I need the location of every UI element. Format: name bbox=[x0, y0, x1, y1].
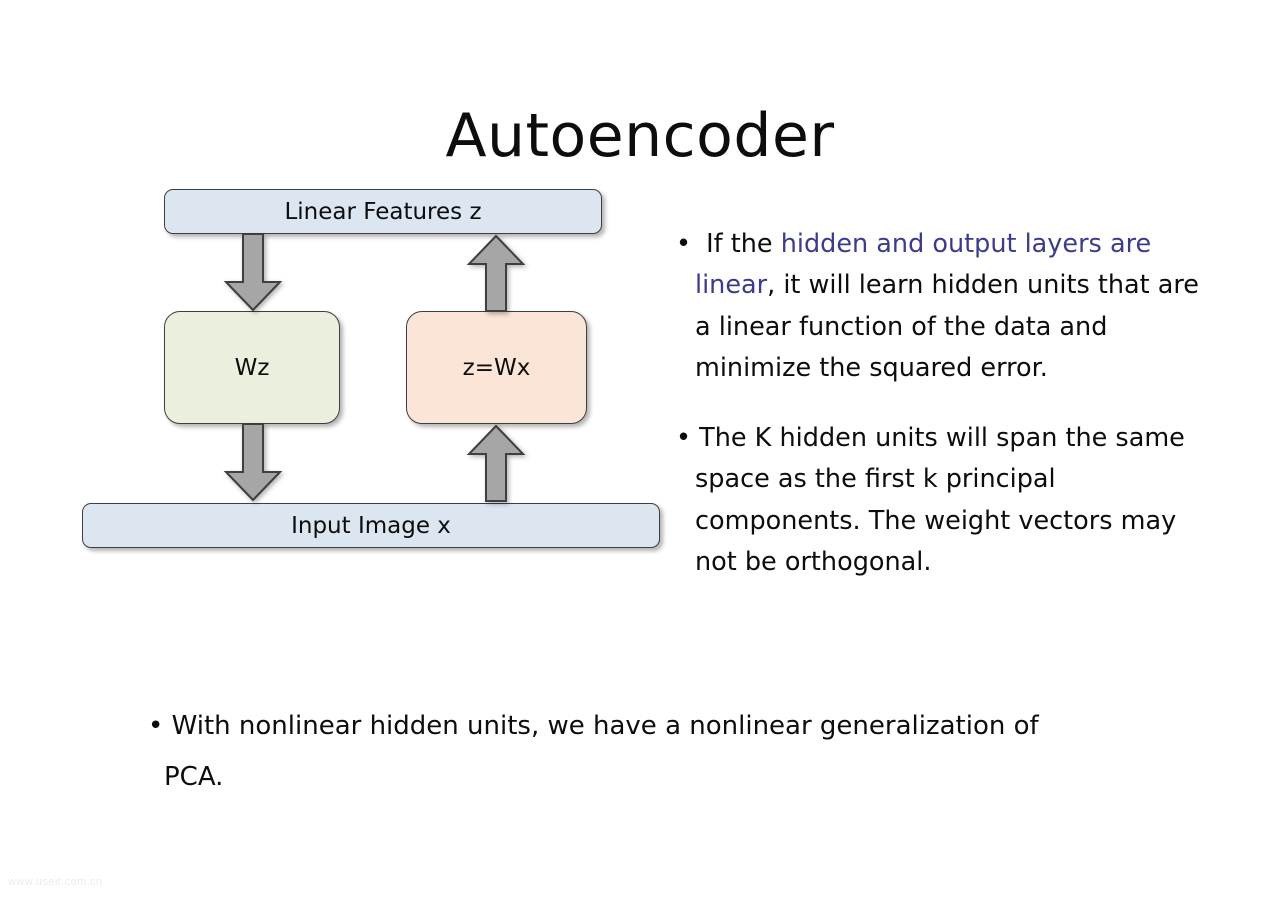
arrow-up-icon-decoder-top bbox=[466, 234, 526, 312]
diagram-node-input-image[interactable]: Input Image x bbox=[82, 503, 660, 548]
bullet-marker: • bbox=[148, 711, 164, 741]
bullet-marker: • bbox=[676, 422, 692, 453]
bullet-item-linear-layers: • If the hidden and output layers are li… bbox=[676, 224, 1206, 390]
bullet-highlight-linear-layers: hidden and output layers are linear bbox=[695, 228, 1152, 301]
diagram-node-zwx[interactable]: z=Wx bbox=[406, 311, 587, 424]
bullet-item-nonlinear-generalization: • With nonlinear hidden units, we have a… bbox=[148, 701, 1064, 803]
bullet-item-k-hidden-units: • The K hidden units will span the same … bbox=[676, 418, 1206, 584]
arrow-down-icon-encoder-top bbox=[223, 234, 283, 312]
bullet-text-after: , it will learn hidden units that are a … bbox=[695, 270, 1199, 383]
watermark: www.useit.com.cn bbox=[8, 876, 103, 888]
bullet-marker: • bbox=[676, 228, 692, 259]
diagram-node-input-image-label: Input Image x bbox=[291, 512, 451, 539]
bullet-text-before: If the bbox=[698, 228, 781, 259]
diagram-node-linear-features-label: Linear Features z bbox=[284, 198, 482, 225]
diagram-node-wz-label: Wz bbox=[234, 354, 270, 381]
bullet-text: The K hidden units will span the same sp… bbox=[691, 422, 1185, 578]
autoencoder-diagram: Linear Features z Wz z=Wx Input Image x bbox=[0, 0, 680, 600]
diagram-node-linear-features[interactable]: Linear Features z bbox=[164, 189, 602, 234]
bullet-text: With nonlinear hidden units, we have a n… bbox=[163, 711, 1039, 792]
bullet-list: • If the hidden and output layers are li… bbox=[676, 198, 1206, 609]
arrow-up-icon-decoder-bottom bbox=[466, 424, 526, 502]
diagram-node-zwx-label: z=Wx bbox=[462, 354, 531, 381]
diagram-node-wz[interactable]: Wz bbox=[164, 311, 340, 424]
page-title: Autoencoder bbox=[445, 101, 835, 172]
arrow-down-icon-encoder-bottom bbox=[223, 424, 283, 502]
